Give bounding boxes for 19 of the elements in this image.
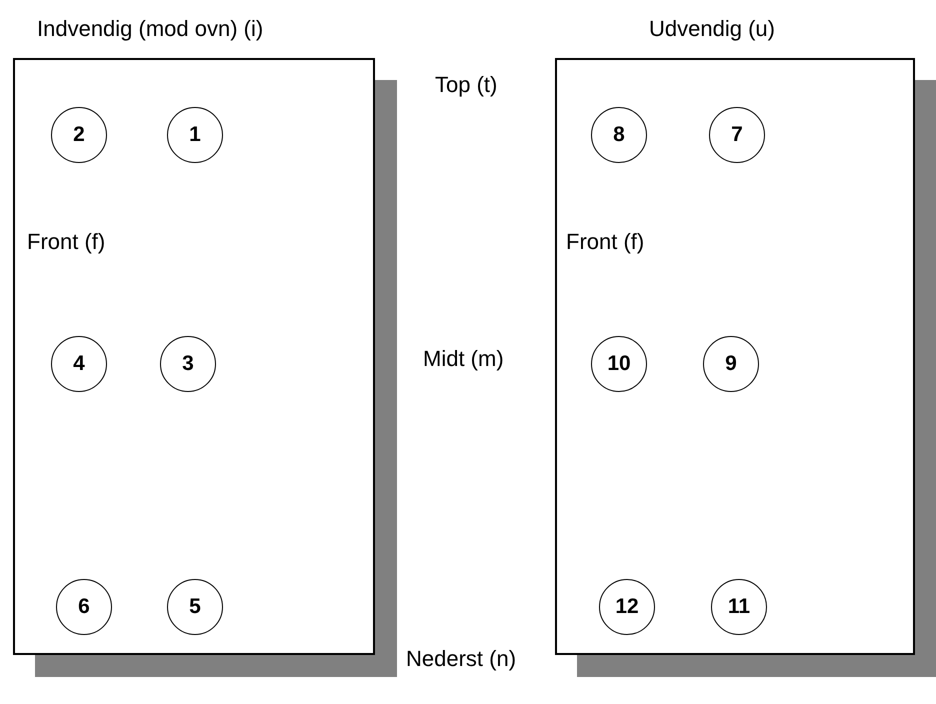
numbered-circle: 10 — [591, 336, 647, 392]
numbered-circle: 6 — [56, 579, 112, 635]
numbered-circle: 4 — [51, 336, 107, 392]
numbered-circle: 8 — [591, 107, 647, 163]
position-label: Midt (m) — [423, 346, 504, 372]
numbered-circle: 11 — [711, 579, 767, 635]
position-label: Nederst (n) — [406, 646, 516, 672]
numbered-circle: 7 — [709, 107, 765, 163]
numbered-circle: 12 — [599, 579, 655, 635]
position-label: Front (f) — [27, 229, 106, 255]
position-label: Front (f) — [566, 229, 644, 255]
numbered-circle: 5 — [167, 579, 223, 635]
numbered-circle: 9 — [703, 336, 759, 392]
numbered-circle: 1 — [167, 107, 223, 163]
panel-heading: Indvendig (mod ovn) (i) — [37, 16, 264, 42]
numbered-circle: 2 — [51, 107, 107, 163]
position-label: Top (t) — [435, 72, 498, 98]
numbered-circle: 3 — [160, 336, 216, 392]
panel-heading: Udvendig (u) — [649, 16, 775, 42]
